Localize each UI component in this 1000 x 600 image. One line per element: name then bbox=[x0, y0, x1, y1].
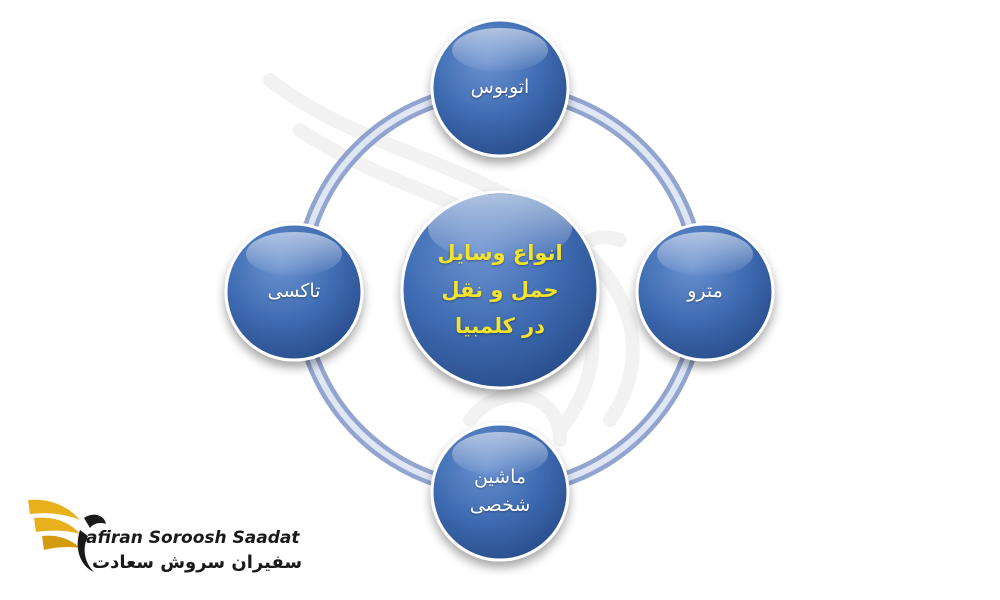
center-node bbox=[400, 190, 600, 390]
logo-wing-icon bbox=[28, 499, 106, 572]
logo-text-fa: سفیران سروش سعادت bbox=[92, 552, 303, 573]
node-metro bbox=[635, 222, 775, 362]
node-taxi bbox=[224, 222, 364, 362]
node-car bbox=[430, 422, 570, 562]
node-bus bbox=[430, 18, 570, 158]
logo-text-en: afiran Soroosh Saadat bbox=[86, 528, 300, 548]
